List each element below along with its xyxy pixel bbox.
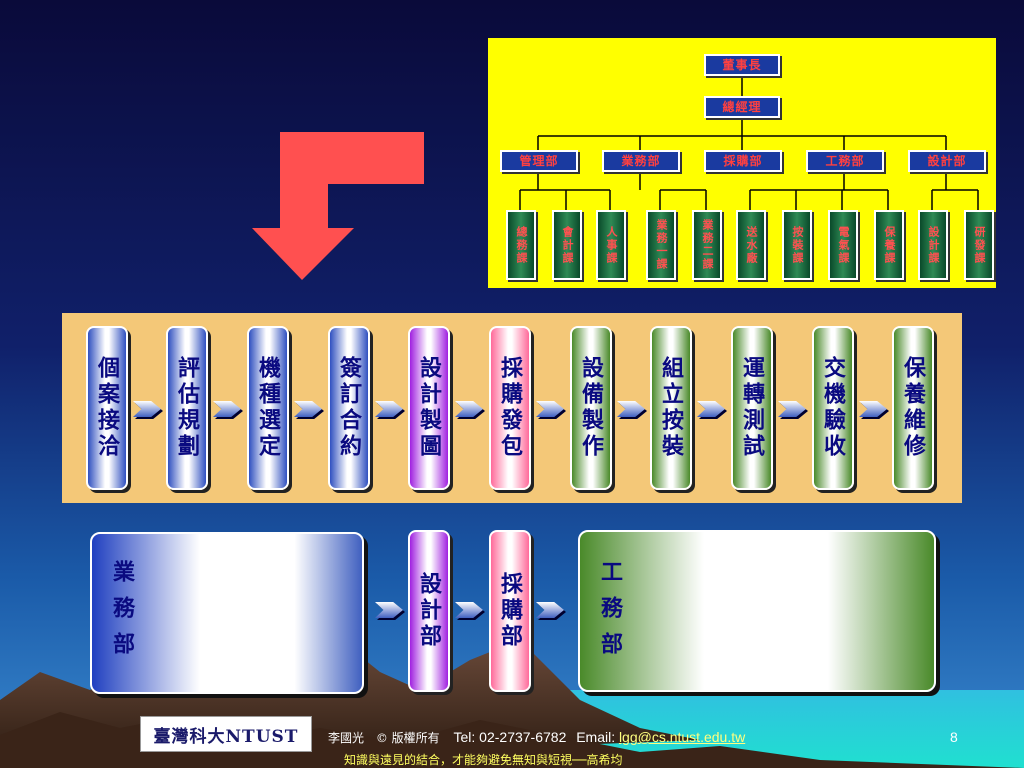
process-step-evaluation: 評估規劃 xyxy=(166,326,208,490)
chevron-right-icon xyxy=(133,401,161,417)
org-box-general-manager: 總經理 xyxy=(704,96,780,118)
process-step-assembly: 組立按裝 xyxy=(650,326,692,490)
chevron-right-icon xyxy=(294,401,322,417)
dept-engineering-label: 工務部 xyxy=(597,560,623,668)
org-box-engineering-dept: 工務部 xyxy=(806,150,884,172)
footer-info: 李國光 © 版權所有 Tel: 02-2737-6782 Email: lgg@… xyxy=(328,729,745,746)
process-step-contract: 簽訂合約 xyxy=(328,326,370,490)
org-section-general-affairs: 總務課 xyxy=(506,210,536,280)
org-box-sales-dept: 業務部 xyxy=(602,150,680,172)
process-step-model-selection: 機種選定 xyxy=(247,326,289,490)
footer-copyright: © 版權所有 xyxy=(375,731,440,745)
process-step-procurement: 採購發包 xyxy=(489,326,531,490)
ntust-logo: 臺灣科大NTUST xyxy=(140,716,312,752)
org-section-accounting: 會計課 xyxy=(552,210,582,280)
dept-sales-box: 業務部 xyxy=(90,532,364,694)
process-step-maintenance: 保養維修 xyxy=(892,326,934,490)
org-box-design-dept: 設計部 xyxy=(908,150,986,172)
footer-email-label: Email: xyxy=(576,729,616,745)
chevron-right-icon xyxy=(617,401,645,417)
process-step-design-drawing: 設計製圖 xyxy=(408,326,450,490)
dept-design-box: 設計部 xyxy=(408,530,450,692)
chevron-right-icon xyxy=(375,401,403,417)
org-section-installation: 按裝課 xyxy=(782,210,812,280)
footer-motto: 知識與遠見的結合，才能夠避免無知與短視──高希均 xyxy=(344,753,623,767)
org-section-maintenance: 保養課 xyxy=(874,210,904,280)
chevron-right-icon xyxy=(455,401,483,417)
org-section-water-plant: 送水廠 xyxy=(736,210,766,280)
org-box-purchasing-dept: 採購部 xyxy=(704,150,782,172)
process-step-test-run: 運轉測試 xyxy=(731,326,773,490)
page-number: 8 xyxy=(950,729,958,745)
footer-author: 李國光 xyxy=(328,731,365,745)
chevron-right-icon xyxy=(778,401,806,417)
chevron-right-icon xyxy=(536,401,564,417)
chevron-right-icon xyxy=(213,401,241,417)
org-box-management-dept: 管理部 xyxy=(500,150,578,172)
org-box-chairman: 董事長 xyxy=(704,54,780,76)
org-section-rnd: 研發課 xyxy=(964,210,994,280)
dept-purchasing-box: 採購部 xyxy=(489,530,531,692)
process-step-fabrication: 設備製作 xyxy=(570,326,612,490)
org-section-sales-1: 業務一課 xyxy=(646,210,676,280)
org-section-electrical: 電氣課 xyxy=(828,210,858,280)
chevron-right-icon xyxy=(859,401,887,417)
org-section-design: 設計課 xyxy=(918,210,948,280)
org-section-personnel: 人事課 xyxy=(596,210,626,280)
org-chart-connectors xyxy=(519,78,979,210)
process-step-case-contact: 個案接洽 xyxy=(86,326,128,490)
dept-engineering-box: 工務部 xyxy=(578,530,936,692)
org-chart: 董事長 總經理 管理部 業務部 採購部 工務部 設計部 總務課 會計課 人事課 … xyxy=(488,38,996,288)
footer-email-link[interactable]: lgg@cs.ntust.edu.tw xyxy=(618,729,746,745)
process-step-acceptance: 交機驗收 xyxy=(812,326,854,490)
chevron-right-icon xyxy=(697,401,725,417)
footer-tel: Tel: 02-2737-6782 xyxy=(453,729,567,745)
dept-sales-label: 業務部 xyxy=(109,560,135,668)
org-section-sales-2: 業務二課 xyxy=(692,210,722,280)
red-down-arrow-icon xyxy=(252,132,424,280)
chevron-right-icon xyxy=(375,602,403,618)
chevron-right-icon xyxy=(455,602,483,618)
chevron-right-icon xyxy=(536,602,564,618)
